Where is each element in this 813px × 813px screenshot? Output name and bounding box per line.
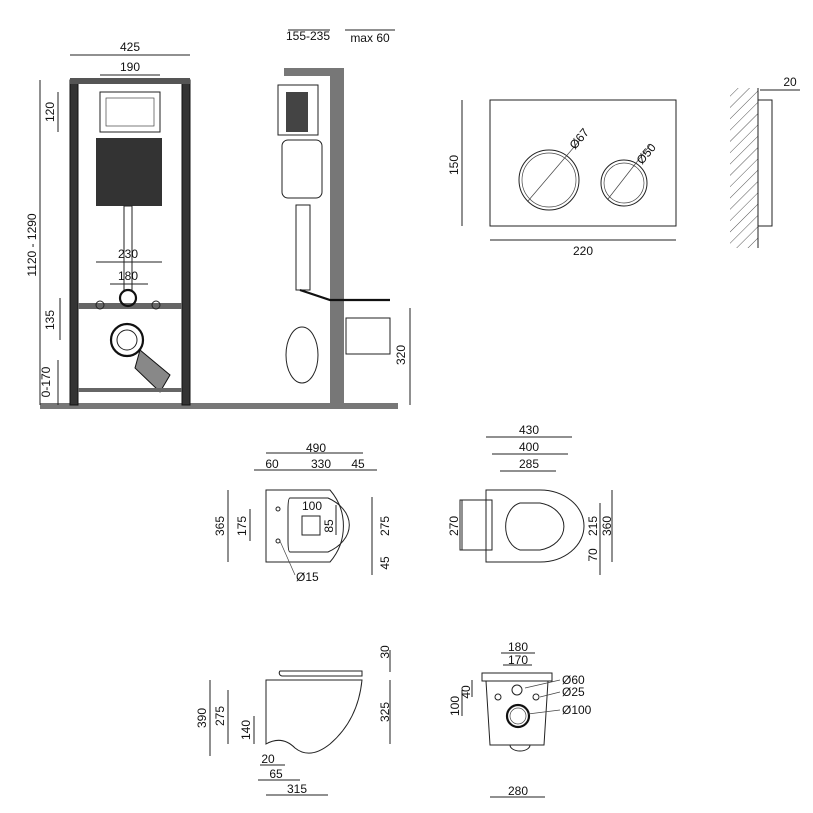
dim-outlet-width: 100 <box>302 499 322 513</box>
dim-middle: 330 <box>311 457 331 471</box>
dim-d60: Ø60 <box>562 673 585 687</box>
dim-frame-width: 425 <box>120 40 140 54</box>
dim-h40: 40 <box>459 685 473 699</box>
dim-toilet-length: 490 <box>306 441 326 455</box>
dim-bowl-height: 325 <box>378 702 392 722</box>
dim-h100: 100 <box>448 696 462 716</box>
dim-drain-spacing: 230 <box>118 247 138 261</box>
dim-outlet-height-side: 140 <box>239 720 253 740</box>
dim-side-length: 315 <box>287 782 307 796</box>
dim-plate-height: 150 <box>447 155 461 175</box>
dim-outlet-height: 320 <box>394 345 408 365</box>
dim-rim: 45 <box>378 556 392 570</box>
dim-outlet-depth: 85 <box>322 519 336 533</box>
dim-plate-width: 220 <box>573 244 593 258</box>
toilet-side-outline <box>265 679 363 754</box>
dim-bolt-spacing: 175 <box>235 516 249 536</box>
dim-seat-opening: 285 <box>519 457 539 471</box>
drain-pipe <box>109 322 145 358</box>
toilet-rear-outline <box>485 680 549 746</box>
toilet-rear-view: 180 170 Ø60 Ø25 Ø100 40 100 280 <box>448 640 592 798</box>
dim-leg-adjust: 0-170 <box>39 366 53 397</box>
dim-front: 45 <box>351 457 365 471</box>
dim-drain-height: 135 <box>43 310 57 330</box>
cistern-side <box>281 139 323 199</box>
small-flush-button <box>600 159 648 207</box>
dim-total-height: 390 <box>195 708 209 728</box>
dim-bolt-height: 275 <box>213 706 227 726</box>
dim-opening-depth: 215 <box>586 516 600 536</box>
floor <box>40 403 398 409</box>
dim-rear: 60 <box>265 457 279 471</box>
dim-rear-outer: 180 <box>508 640 528 654</box>
dim-seat-rear: 70 <box>586 548 600 562</box>
dim-panel-width: 190 <box>120 60 140 74</box>
plate-side-profile <box>757 99 773 227</box>
dim-seat-length: 430 <box>519 423 539 437</box>
flush-plate: Ø67 Ø50 150 220 20 <box>447 75 800 258</box>
actuator-panel <box>99 91 161 133</box>
seat-outline <box>485 489 585 563</box>
dim-rear-width: 280 <box>508 784 528 798</box>
dim-frame-height: 1120 - 1290 <box>25 213 39 276</box>
toilet-top-view: 490 60 330 45 365 175 100 85 275 45 Ø15 <box>213 441 392 584</box>
dim-wall-max: max 60 <box>350 31 390 45</box>
dim-toilet-width: 365 <box>213 516 227 536</box>
wall <box>330 76 344 406</box>
dim-seat-width: 270 <box>447 516 461 536</box>
dim-d100: Ø100 <box>562 703 592 717</box>
dim-inner-spacing: 180 <box>118 269 138 283</box>
seat-top-view: 430 400 285 270 215 360 70 <box>447 423 614 575</box>
installation-side-view: 155-235 max 60 320 <box>277 29 411 406</box>
large-flush-button <box>518 149 580 211</box>
dim-large-button: Ø67 <box>567 125 593 152</box>
toilet-side-view: 30 390 275 140 325 20 65 315 <box>195 645 392 796</box>
dim-seat-total: 360 <box>600 516 614 536</box>
dim-panel-height: 120 <box>43 102 57 122</box>
dim-bowl: 275 <box>378 516 392 536</box>
dim-rear-inner: 170 <box>508 653 528 667</box>
cistern <box>96 138 162 206</box>
flush-plate-outline <box>489 99 677 227</box>
installation-front-view: 425 190 120 1120 - 1290 230 180 135 0-17… <box>25 40 398 409</box>
dim-offset-1: 20 <box>261 752 275 766</box>
dim-d25: Ø25 <box>562 685 585 699</box>
dim-rim-height: 30 <box>378 645 392 659</box>
seat-side <box>278 670 363 677</box>
dim-bolt-hole: Ø15 <box>296 570 319 584</box>
toilet-outline <box>265 489 344 563</box>
dim-seat-inner: 400 <box>519 440 539 454</box>
dim-plate-thickness: 20 <box>783 75 797 89</box>
dim-depth-range: 155-235 <box>286 29 330 43</box>
dim-small-button: Ø50 <box>634 140 660 167</box>
dim-offset-2: 65 <box>269 767 283 781</box>
